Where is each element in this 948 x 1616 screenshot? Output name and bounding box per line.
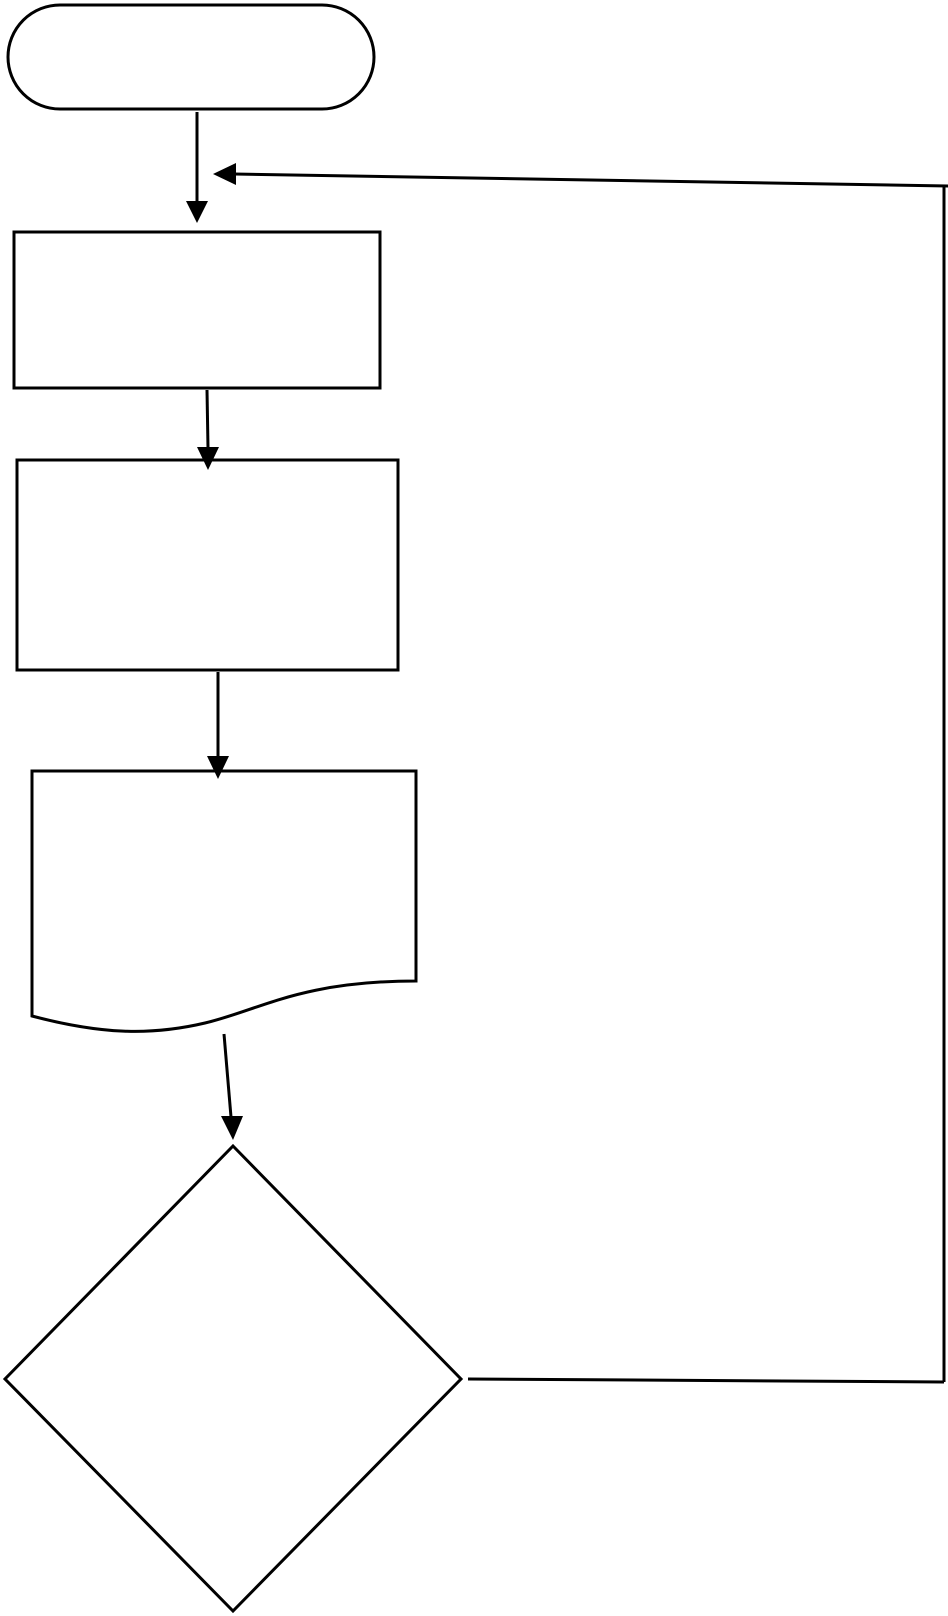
- node-process-1[interactable]: [12, 230, 382, 390]
- node-document-1[interactable]: [30, 769, 418, 1033]
- decision-shape: [2, 1143, 464, 1614]
- arrowhead-down-icon: [186, 201, 208, 223]
- node-process-2[interactable]: [15, 458, 400, 672]
- arrowhead-down-icon: [221, 1116, 243, 1140]
- process-shape: [12, 230, 382, 390]
- arrowhead-left-icon: [213, 163, 236, 185]
- connector-start-to-process-1: [186, 112, 208, 223]
- arrowhead-down-icon: [207, 756, 229, 779]
- connector-process-1-to-process-2: [197, 389, 219, 470]
- node-decision-1[interactable]: [2, 1143, 464, 1614]
- connector-decision-1-loop-back: [213, 163, 948, 1384]
- arrowhead-down-icon: [197, 447, 219, 470]
- document-shape: [30, 769, 418, 1033]
- process-shape: [15, 458, 400, 672]
- node-start[interactable]: [6, 3, 376, 111]
- connector-process-2-to-document-1: [207, 672, 229, 779]
- terminator-shape: [6, 3, 376, 111]
- connector-document-1-to-decision-1: [221, 1033, 243, 1140]
